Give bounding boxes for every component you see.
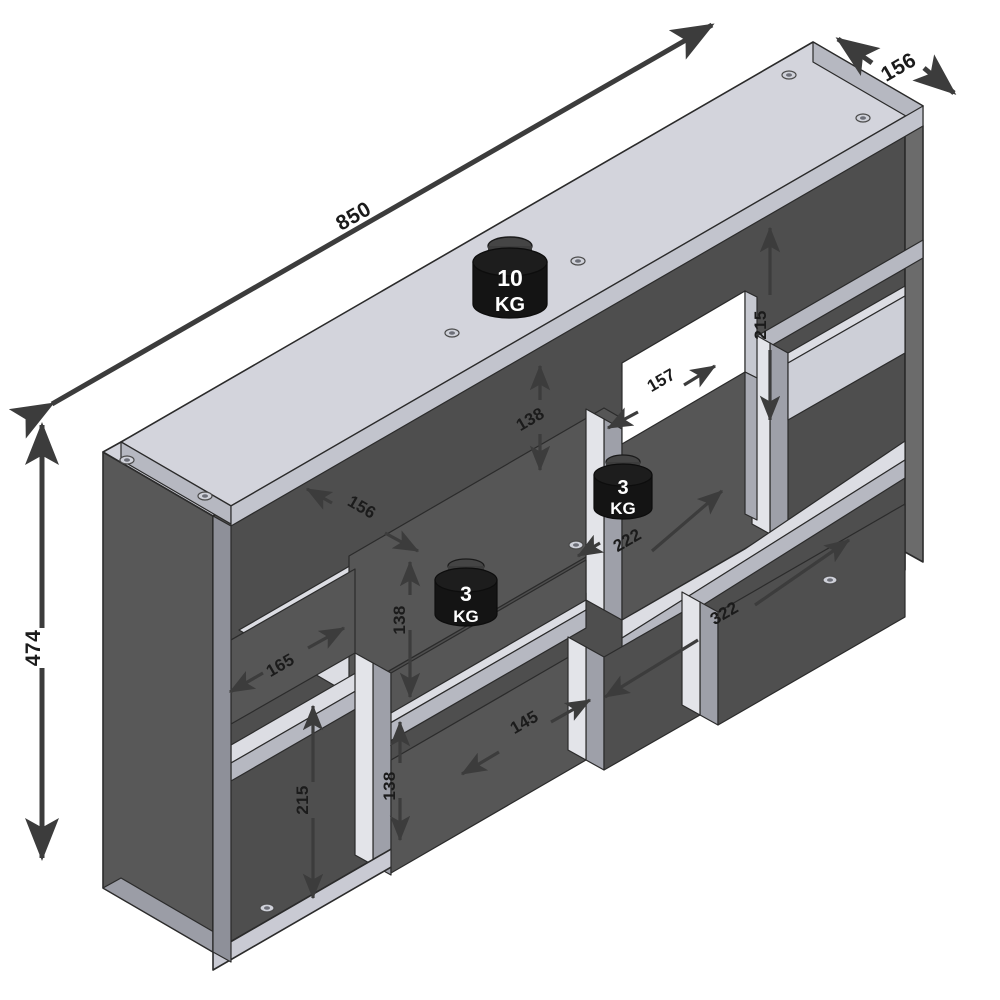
dowel-hole-icon (570, 256, 586, 266)
weight-icon-3kg-right: 3 KG (593, 454, 653, 520)
dimension-int-215-right: 215 (751, 226, 781, 422)
vertical-divider-c (354, 652, 392, 876)
dimension-label-474: 474 (22, 630, 45, 667)
dimension-int-215-bottom: 215 (293, 704, 324, 900)
weight-unit-3-right: KG (610, 499, 636, 518)
dowel-hole-icon (197, 491, 213, 501)
dimension-label-int-138-c: 138 (380, 771, 399, 800)
dowel-hole-icon (444, 328, 460, 338)
far-right-shelf-face (787, 295, 906, 421)
weight-value-10: 10 (497, 265, 523, 291)
dowel-hole-icon (822, 575, 838, 585)
shelf-unit-geometry (102, 41, 924, 971)
dowel-hole-icon (855, 113, 871, 123)
center-left-cube-interior (390, 559, 587, 714)
weight-unit-10: KG (495, 294, 525, 316)
dowel-hole-icon (119, 455, 135, 465)
dimension-int-138-b: 138 (390, 560, 421, 699)
dimension-label-int-215-right: 215 (751, 310, 770, 339)
dimension-label-int-138-b: 138 (390, 605, 409, 634)
left-side-panel (102, 441, 232, 953)
weight-icon-10kg: 10 KG (472, 236, 548, 319)
weight-value-3-left: 3 (460, 583, 472, 606)
dowel-hole-icon (568, 540, 584, 550)
front-left-post (212, 515, 232, 963)
weight-value-3-right: 3 (617, 477, 628, 499)
dimension-height-474: 474 (22, 422, 60, 861)
dimension-int-138-c: 138 (380, 720, 411, 842)
inner-vertical-157 (744, 371, 758, 521)
dowel-hole-icon (781, 70, 797, 80)
dowel-hole-icon (259, 903, 275, 913)
weight-icon-3kg-left: 3 KG (434, 558, 498, 627)
vertical-divider-d (567, 636, 605, 771)
dimension-label-int-215-bottom: 215 (293, 785, 312, 814)
dimension-label-156-depth: 156 (877, 48, 920, 86)
weight-unit-3-left: KG (453, 607, 479, 626)
